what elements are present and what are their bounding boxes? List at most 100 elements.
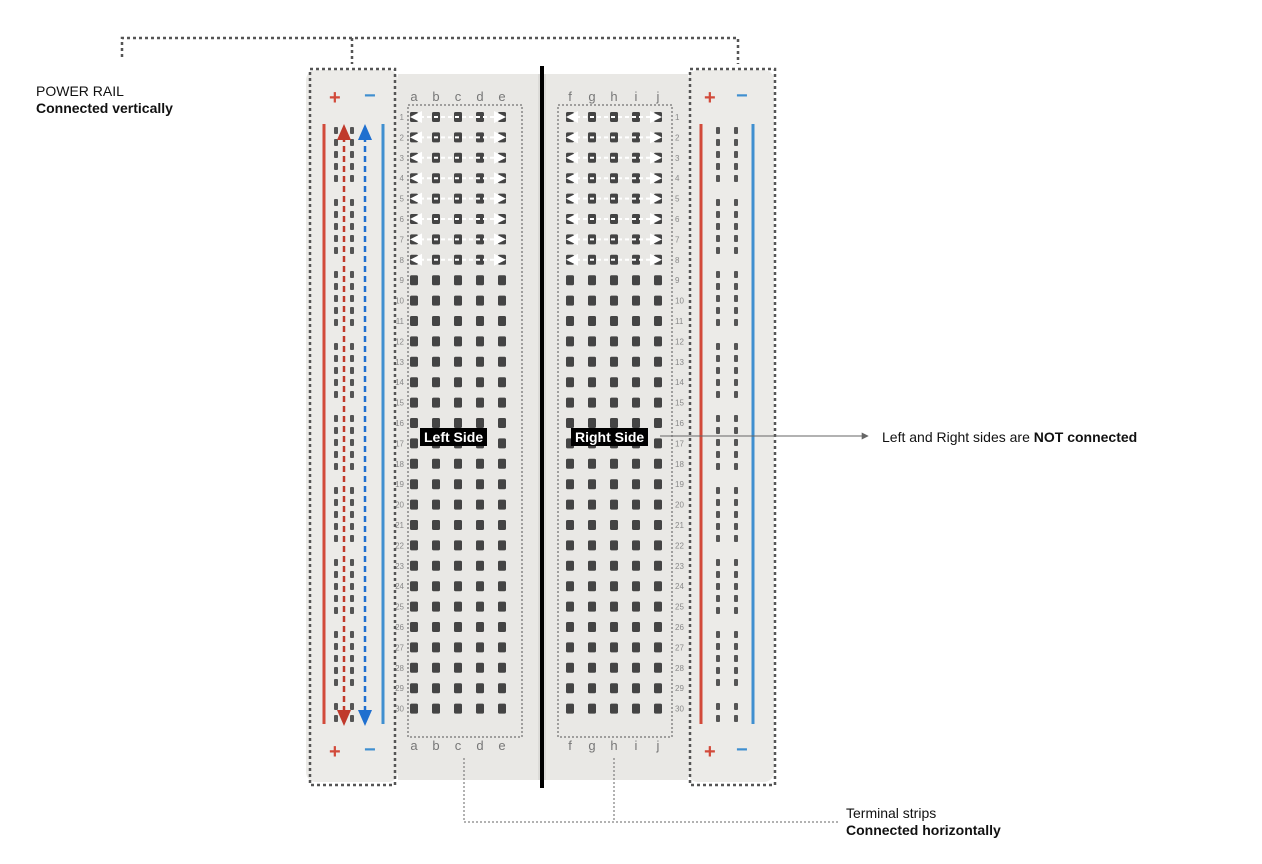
rail-hole (334, 415, 338, 422)
terminal-hole (588, 316, 596, 326)
rail-hole (334, 439, 338, 446)
row-number: 10 (395, 297, 404, 306)
terminal-hole (476, 540, 484, 551)
row-number: 3 (400, 154, 405, 163)
terminal-hole (476, 601, 484, 612)
row-number: 13 (395, 358, 404, 367)
rail-hole (734, 223, 738, 230)
rail-hole (350, 163, 354, 170)
rail-hole (334, 427, 338, 434)
row-arrow (410, 213, 506, 225)
terminal-hole (632, 316, 640, 326)
terminal-hole (610, 418, 618, 428)
column-letter: i (635, 738, 638, 753)
row-arrow (410, 131, 506, 144)
terminal-hole (498, 295, 506, 306)
rail-hole (334, 151, 338, 158)
column-letter: j (656, 89, 660, 104)
terminal-hole (410, 295, 418, 306)
power-rail-note: Connected vertically (36, 100, 173, 116)
rail-hole (716, 271, 720, 278)
rail-hole (716, 703, 720, 710)
rail-hole (734, 367, 738, 374)
rail-hole (350, 583, 354, 590)
rail-hole (334, 355, 338, 362)
terminal-hole (588, 520, 596, 530)
power-rail-label: POWER RAIL Connected vertically (36, 83, 173, 117)
terminal-hole (498, 479, 506, 490)
rail-hole (350, 199, 354, 206)
rail-hole (350, 283, 354, 290)
rail-hole (334, 319, 338, 326)
rail-hole (716, 379, 720, 386)
positive-rail-arrowhead-up (337, 124, 351, 140)
terminal-hole (476, 275, 484, 286)
column-letter: a (410, 738, 418, 753)
terminal-strips-label: Terminal strips Connected horizontally (846, 805, 1001, 839)
terminal-hole (610, 499, 618, 510)
rail-hole (350, 571, 354, 578)
rail-hole (350, 415, 354, 422)
rail-hole (350, 427, 354, 434)
right-side-tag: Right Side (571, 428, 649, 446)
row-number: 24 (395, 582, 404, 591)
terminal-hole (566, 377, 574, 388)
rail-hole (716, 367, 720, 374)
rail-hole (716, 127, 720, 134)
highlight-outlines (308, 67, 777, 787)
terminal-hole (610, 560, 618, 571)
terminal-hole (454, 458, 462, 469)
rail-hole (334, 535, 338, 542)
terminal-hole (476, 397, 484, 408)
rail-symbols: + − + − + − + − (329, 85, 748, 763)
terminal-hole (432, 560, 440, 571)
row-number: 26 (675, 623, 684, 632)
row-number: 1 (400, 113, 405, 122)
terminal-hole (610, 275, 618, 286)
rail-hole (716, 283, 720, 290)
terminal-hole (654, 581, 662, 592)
rail-hole (734, 271, 738, 278)
terminal-hole (632, 479, 640, 490)
rail-hole (334, 127, 338, 134)
rail-hole (350, 367, 354, 374)
row-arrow (566, 233, 662, 246)
row-number: 25 (675, 603, 684, 612)
rail-hole (734, 235, 738, 242)
terminal-hole (566, 540, 574, 551)
rail-hole (716, 643, 720, 650)
plus-symbol-top-left: + (329, 87, 341, 109)
right-terminal-outline (557, 104, 673, 738)
terminal-hole (410, 458, 418, 469)
rail-hole (334, 679, 338, 686)
terminal-hole (432, 683, 440, 694)
rail-hole (334, 511, 338, 518)
row-number: 4 (675, 174, 680, 183)
rail-hole (334, 235, 338, 242)
terminal-hole (410, 479, 418, 490)
rail-hole (734, 439, 738, 446)
row-number: 18 (675, 460, 684, 469)
terminal-hole (454, 581, 462, 592)
row-arrow (410, 233, 506, 246)
rail-hole (334, 343, 338, 350)
rail-hole (734, 211, 738, 218)
row-number: 20 (395, 501, 404, 510)
terminal-hole (498, 683, 506, 694)
terminal-hole (566, 479, 574, 490)
row-arrow (566, 131, 662, 144)
terminal-hole (410, 622, 418, 632)
terminal-hole (632, 540, 640, 551)
terminal-hole (476, 356, 484, 367)
rail-hole (350, 487, 354, 494)
terminal-hole (610, 581, 618, 592)
rail-hole (716, 511, 720, 518)
column-letter: i (635, 89, 638, 104)
rail-hole (334, 643, 338, 650)
rail-hole (734, 163, 738, 170)
row-number: 15 (675, 399, 684, 408)
rail-hole (734, 391, 738, 398)
terminal-hole (610, 642, 618, 653)
rail-hole (350, 655, 354, 662)
rail-hole (716, 559, 720, 566)
